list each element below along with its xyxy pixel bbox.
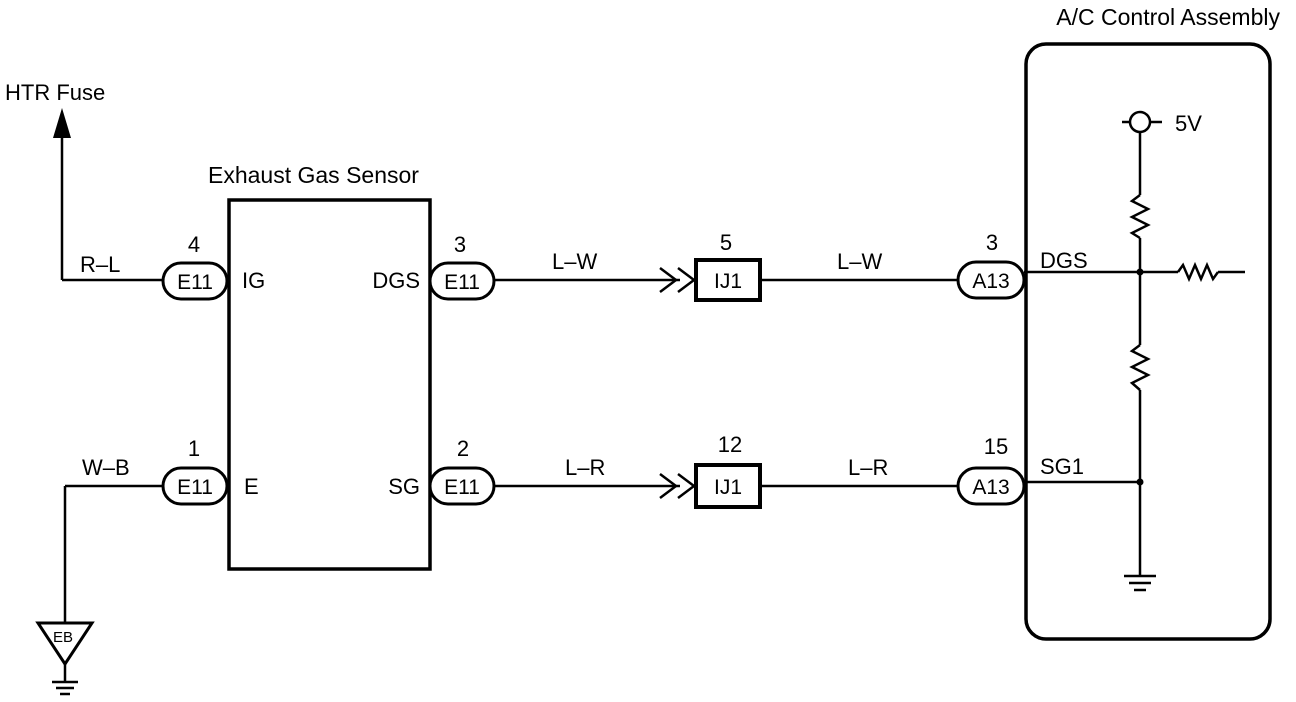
- chevron-right-icon: [677, 473, 697, 499]
- resistor-icon: [1176, 261, 1220, 283]
- junction-ij1-pin5: IJ1 5: [694, 230, 762, 302]
- connector-e11-pin2-name: E11: [444, 476, 480, 499]
- exhaust-gas-sensor-title: Exhaust Gas Sensor: [208, 162, 419, 188]
- junction-ij1-pin12: IJ1 12: [694, 432, 762, 509]
- junction-ij1-pin12-name: IJ1: [714, 476, 742, 499]
- terminal-e: E: [244, 474, 259, 499]
- connector-a13-pin3-name: A13: [972, 270, 1009, 293]
- wire-color-sg-left: L–R: [565, 455, 605, 480]
- resistor-icon: [1129, 194, 1151, 240]
- connector-e11-pin4-number: 4: [188, 232, 200, 257]
- terminal-ig: IG: [242, 268, 265, 293]
- wire-color-dgs-left: L–W: [552, 249, 597, 274]
- connector-e11-pin1-name: E11: [177, 476, 213, 499]
- ac-control-assembly-box: [1024, 42, 1272, 641]
- wire-color-ground: W–B: [82, 455, 130, 480]
- resistor-icon: [1129, 344, 1151, 391]
- ac-terminal-dgs: DGS: [1040, 248, 1088, 273]
- chevron-right-icon: [659, 473, 679, 499]
- wire-color-dgs-right: L–W: [837, 249, 882, 274]
- junction-dot: [1136, 478, 1144, 486]
- connector-e11-pin4-name: E11: [177, 271, 213, 294]
- supply-terminal-icon: [1128, 110, 1152, 134]
- connector-e11-pin2: E11 2: [428, 436, 496, 506]
- ac-control-assembly-title: A/C Control Assembly: [1056, 4, 1280, 30]
- connector-a13-pin3-number: 3: [986, 230, 998, 255]
- terminal-sg: SG: [388, 474, 420, 499]
- arrow-up-icon: [53, 108, 71, 138]
- exhaust-gas-sensor-box: [227, 198, 432, 571]
- connector-e11-pin1-number: 1: [188, 436, 200, 461]
- junction-dot: [1136, 268, 1144, 276]
- wire-color-sg-right: L–R: [848, 455, 888, 480]
- ground-point-icon: [35, 621, 95, 667]
- connector-e11-pin3-number: 3: [454, 232, 466, 257]
- connector-e11-pin3-name: E11: [444, 271, 480, 294]
- connector-e11-pin3: E11 3: [428, 232, 496, 301]
- chevron-right-icon: [677, 267, 697, 293]
- chevron-right-icon: [659, 267, 679, 293]
- junction-ij1-pin5-name: IJ1: [714, 270, 742, 293]
- connector-a13-pin15-number: 15: [984, 434, 1008, 459]
- ground-eb-label: EB: [53, 629, 73, 646]
- ground-symbol-icon: [52, 680, 78, 696]
- ac-terminal-sg1: SG1: [1040, 454, 1084, 479]
- junction-ij1-pin12-number: 12: [718, 432, 742, 457]
- htr-fuse-label: HTR Fuse: [5, 80, 105, 105]
- connector-a13-pin15: A13 15: [956, 434, 1026, 506]
- terminal-dgs: DGS: [372, 268, 420, 293]
- connector-a13-pin15-name: A13: [972, 476, 1009, 499]
- wire-color-htr: R–L: [80, 252, 120, 277]
- connector-e11-pin2-number: 2: [457, 436, 469, 461]
- supply-5v-label: 5V: [1175, 111, 1202, 136]
- ground-symbol-icon: [1124, 574, 1156, 592]
- connector-e11-pin1: E11 1: [161, 436, 229, 506]
- connector-e11-pin4: E11 4: [161, 232, 229, 301]
- junction-ij1-pin5-number: 5: [720, 230, 732, 255]
- connector-a13-pin3: A13 3: [956, 230, 1026, 300]
